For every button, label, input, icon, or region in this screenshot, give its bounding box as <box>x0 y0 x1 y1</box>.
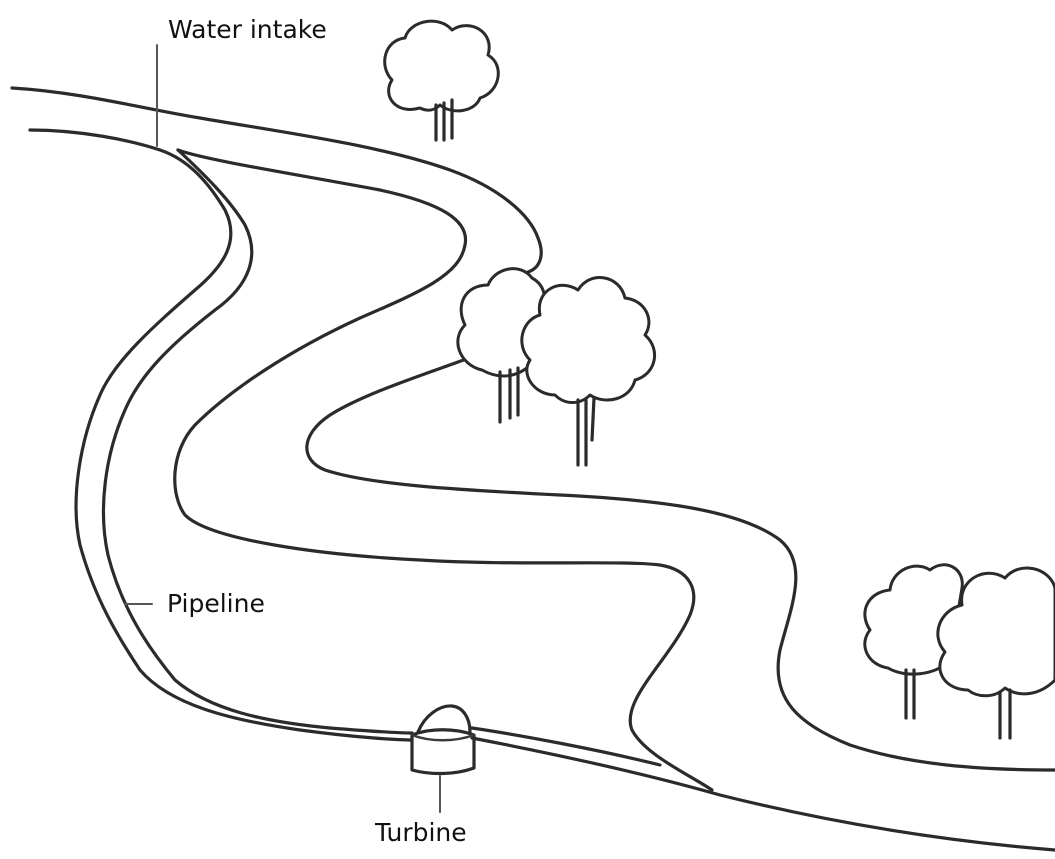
turbine-label: Turbine <box>375 818 467 847</box>
water-intake-label: Water intake <box>168 15 327 44</box>
tailrace-lower <box>470 726 662 767</box>
pipeline-left-line <box>28 128 414 742</box>
tree-right-right <box>936 566 1055 740</box>
river-inner-bank <box>173 148 714 792</box>
tree-middle-right <box>520 276 656 467</box>
river-outer-bank <box>10 86 543 274</box>
tailrace-upper <box>470 736 1055 852</box>
tree-right-left <box>863 563 964 720</box>
river-middle-bank <box>305 348 1055 772</box>
turbine-house <box>410 704 476 776</box>
tree-top <box>383 19 500 142</box>
pipeline-label: Pipeline <box>167 589 265 618</box>
pipeline-right-line <box>101 148 414 735</box>
